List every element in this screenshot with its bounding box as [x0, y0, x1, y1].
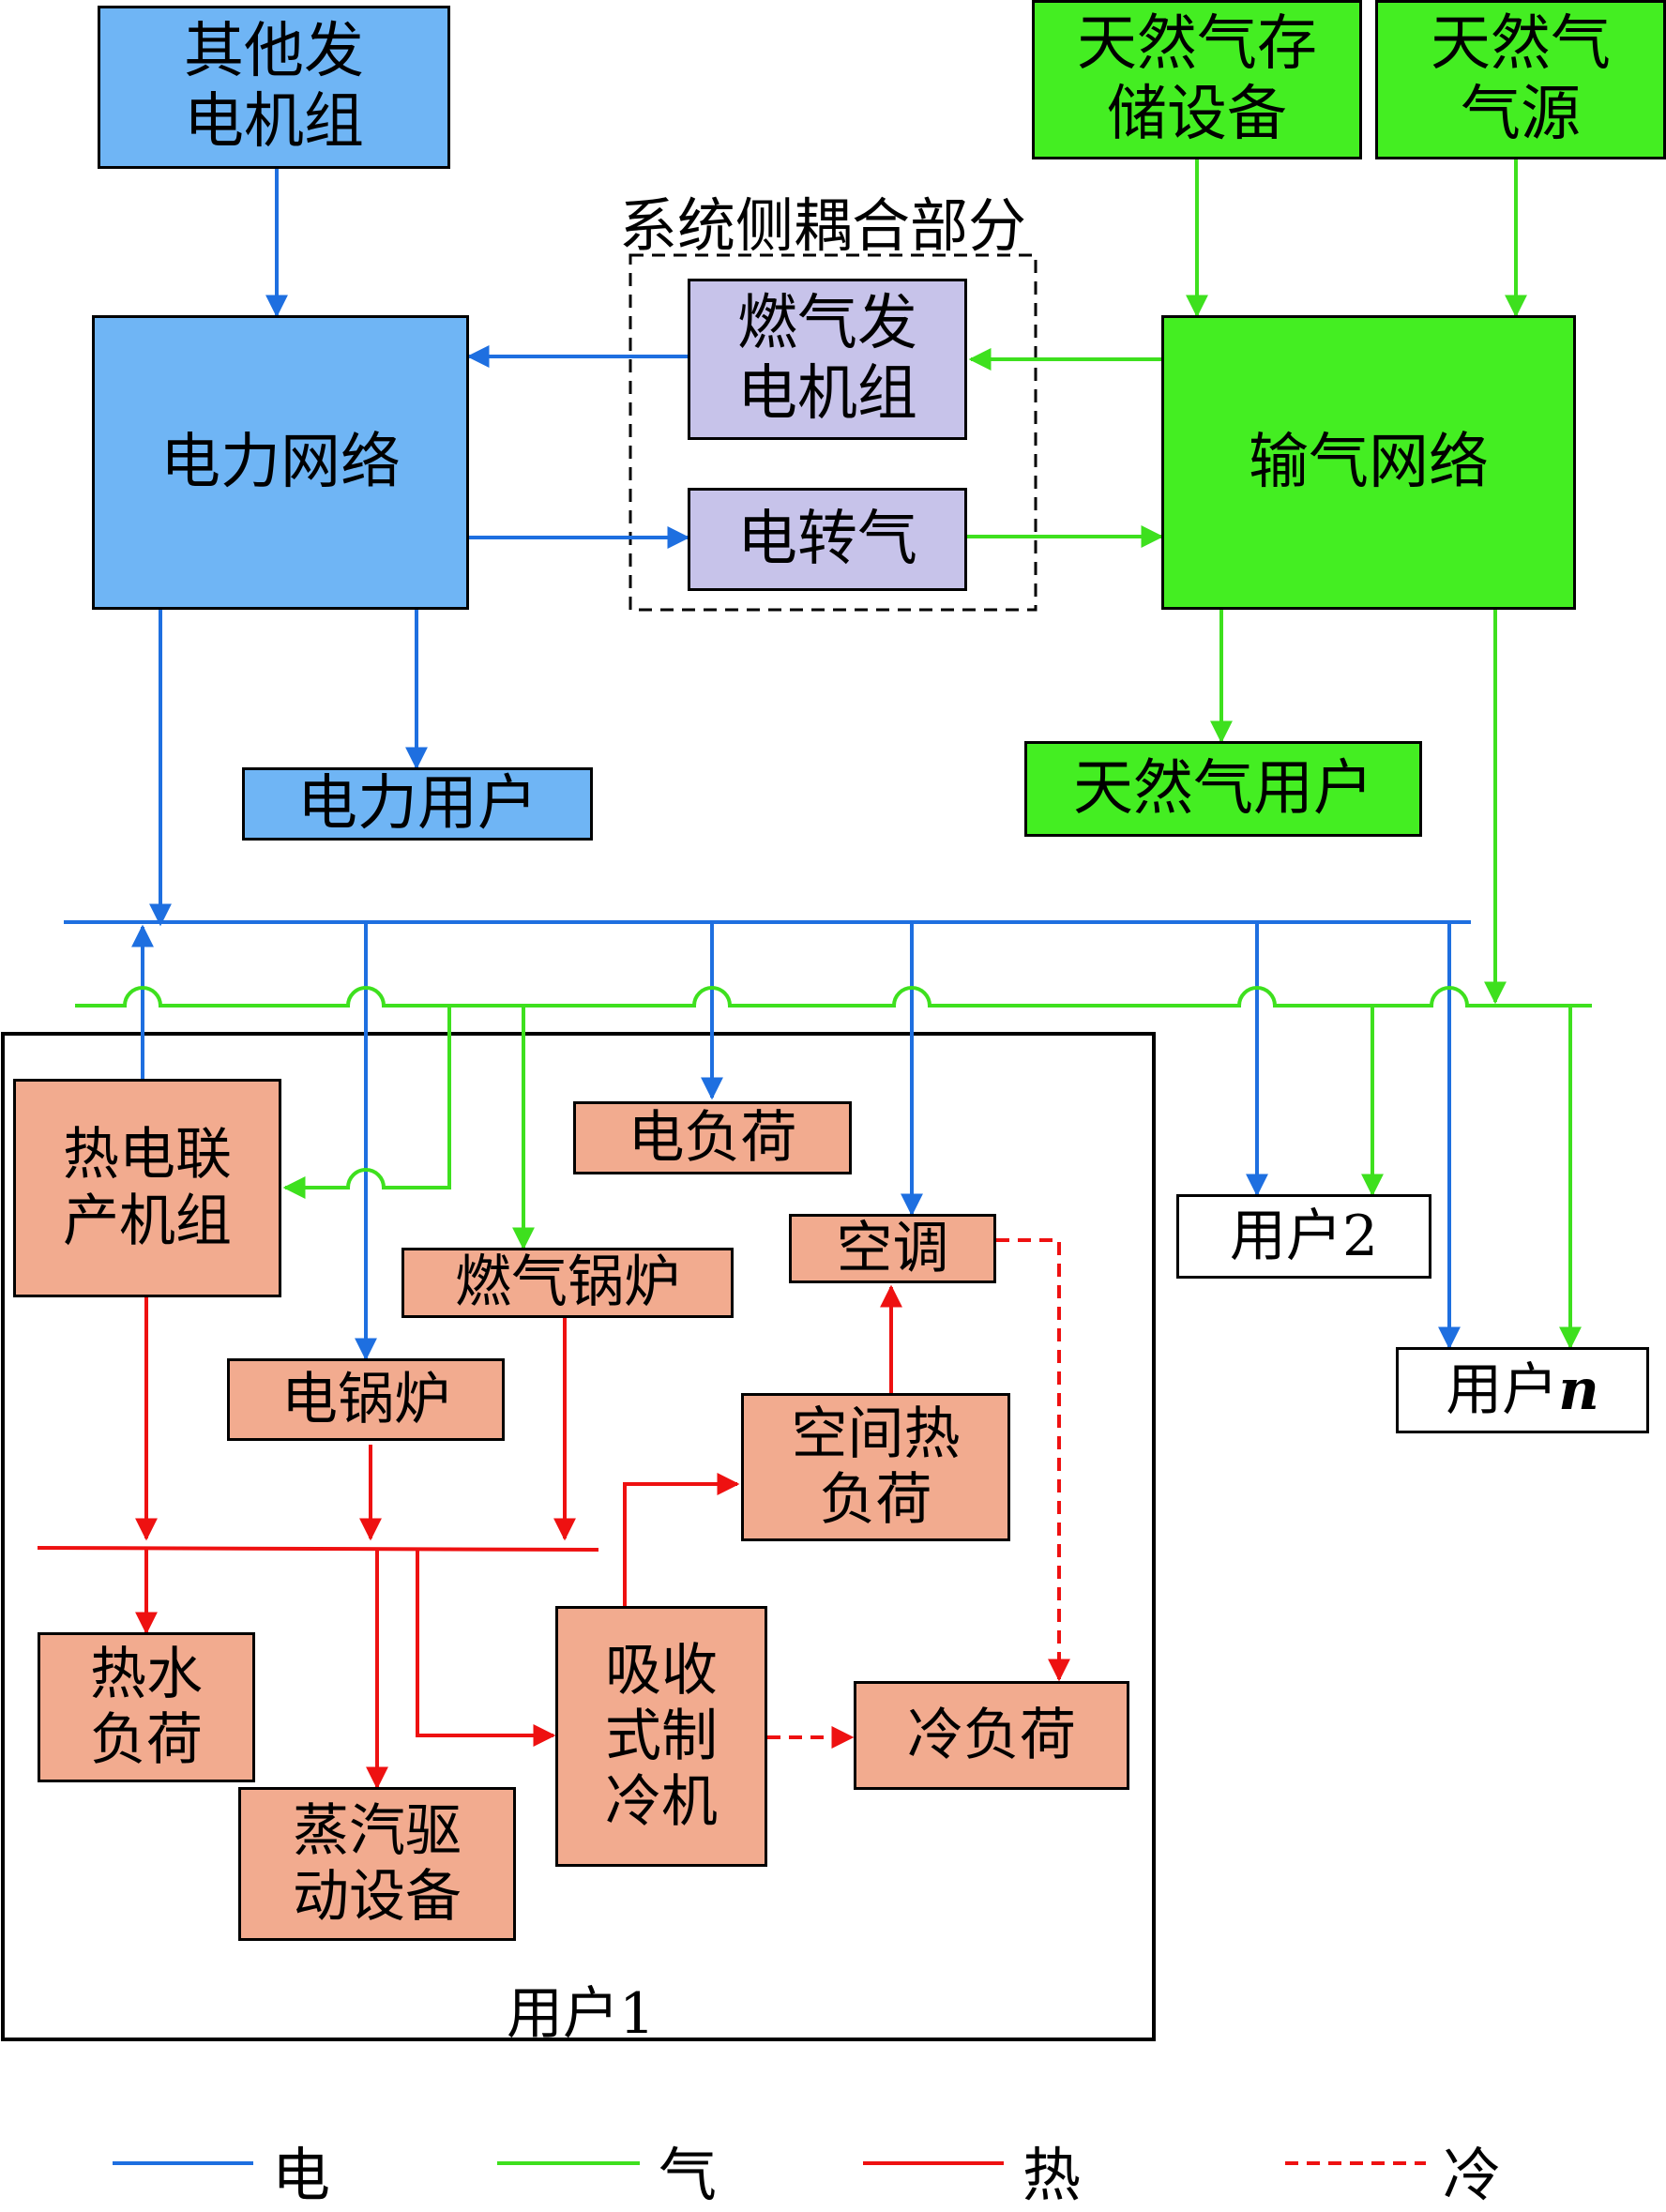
absorption-chiller-node: 吸收 式制 冷机 [555, 1606, 767, 1867]
power-grid-node: 电力网络 [92, 315, 469, 610]
space-heat-load-node: 空间热 负荷 [741, 1393, 1010, 1541]
hot-water-load-node: 热水 负荷 [38, 1632, 255, 1782]
electric-lines [64, 169, 1471, 1361]
steam-driven-equipment-node: 蒸汽驱 动设备 [238, 1787, 516, 1941]
other-generators-node: 其他发 电机组 [98, 6, 450, 169]
usern-index: n [1558, 1356, 1599, 1423]
legend-cold-label: 冷 [1443, 2141, 1502, 2209]
legend-heat-label: 热 [1022, 2141, 1082, 2209]
gas-storage-node: 天然气存 储设备 [1032, 0, 1362, 159]
gas-grid-node: 输气网络 [1161, 315, 1576, 610]
electric-load-node: 电负荷 [573, 1101, 852, 1174]
gas-lines [75, 159, 1592, 1350]
cold-lines [767, 1238, 1070, 1749]
air-conditioner-node: 空调 [789, 1214, 996, 1283]
cold-load-node: 冷负荷 [854, 1681, 1129, 1790]
usern-prefix: 用户 [1446, 1356, 1559, 1423]
electric-boiler-node: 电锅炉 [227, 1358, 505, 1441]
heat-lines [37, 1284, 902, 1790]
gas-user-node: 天然气用户 [1024, 741, 1422, 837]
legend-electric-label: 电 [272, 2141, 331, 2209]
coupling-frame [629, 253, 1037, 612]
chp-unit-node: 热电联 产机组 [13, 1079, 281, 1297]
user1-label: 用户1 [507, 1981, 656, 2047]
user2-node: 用户2 [1176, 1194, 1431, 1279]
gas-source-node: 天然气 气源 [1375, 0, 1666, 159]
power-to-gas-node: 电转气 [688, 488, 967, 591]
user1-frame [1, 1032, 1156, 2041]
gas-generator-node: 燃气发 电机组 [688, 279, 967, 440]
legend-gas-label: 气 [659, 2141, 718, 2209]
power-user-node: 电力用户 [242, 767, 593, 841]
gas-boiler-node: 燃气锅炉 [401, 1248, 734, 1318]
coupling-section-title: 系统侧耦合部分 [619, 191, 1027, 260]
